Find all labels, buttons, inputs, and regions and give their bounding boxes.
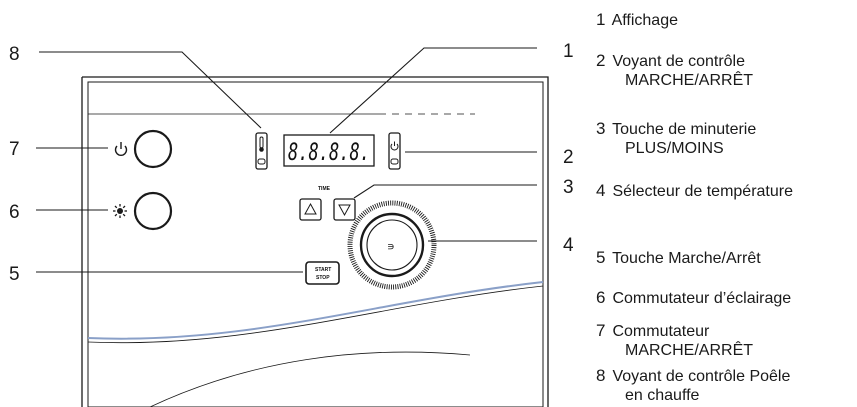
- control-panel-diagram: 8.8.8.8. TIME START STOP ∍ 8 7 6 5: [9, 41, 574, 407]
- start-stop-button[interactable]: [305, 261, 340, 285]
- down-triangle-icon: [338, 204, 351, 217]
- timer-minus-button[interactable]: [333, 198, 356, 221]
- panel-wave-accent: [87, 281, 544, 340]
- light-switch[interactable]: [133, 191, 173, 231]
- thermometer-icon: [259, 136, 264, 152]
- panel-housing: [81, 76, 549, 407]
- callout-8: 8: [9, 44, 20, 65]
- leader-lines: [36, 47, 537, 273]
- temperature-selector[interactable]: ∍: [347, 200, 437, 290]
- legend-item-2: 2 Voyant de contrôle MARCHE/ARRÊT: [596, 51, 754, 89]
- callout-4: 4: [563, 235, 574, 256]
- callout-2: 2: [563, 147, 574, 168]
- legend-item-1: 1 Affichage: [596, 10, 678, 29]
- panel-wave-line: [87, 285, 544, 344]
- stop-label: STOP: [316, 275, 330, 281]
- heating-indicator: [255, 132, 268, 170]
- display-screen: [283, 134, 375, 167]
- start-label: START: [315, 267, 331, 273]
- leader-3: [353, 184, 537, 199]
- legend-item-3: 3 Touche de minuterie PLUS/MOINS: [596, 119, 757, 157]
- dial-tick-ring: [347, 200, 437, 290]
- leader-8: [39, 51, 262, 129]
- callout-3: 3: [563, 177, 574, 198]
- leader-1: [329, 47, 537, 134]
- power-icon: [114, 142, 128, 156]
- callout-1: 1: [563, 41, 574, 62]
- callout-6: 6: [9, 202, 20, 223]
- dial-mark: ∍: [387, 240, 395, 253]
- panel-face: [87, 81, 544, 407]
- on-off-indicator: [388, 132, 401, 170]
- up-triangle-icon: [304, 202, 317, 215]
- legend-item-7: 7 Commutateur MARCHE/ARRÊT: [596, 321, 754, 359]
- main-power-switch[interactable]: [133, 129, 173, 169]
- legend-item-8: 8 Voyant de contrôle Poêle en chauffe: [596, 366, 791, 404]
- power-indicator-icon: [390, 141, 399, 151]
- panel-lower-curve: [149, 351, 471, 407]
- legend-item-4: 4 Sélecteur de température: [596, 181, 793, 200]
- callout-5: 5: [9, 264, 20, 285]
- time-label: TIME: [318, 186, 331, 192]
- timer-plus-button[interactable]: [299, 198, 322, 221]
- callout-7: 7: [9, 139, 20, 160]
- legend-item-6: 6 Commutateur d’éclairage: [596, 288, 792, 307]
- legend-item-5: 5 Touche Marche/Arrêt: [596, 248, 761, 267]
- display-digits: 8.8.8.8.: [288, 138, 370, 166]
- light-icon: [113, 204, 127, 218]
